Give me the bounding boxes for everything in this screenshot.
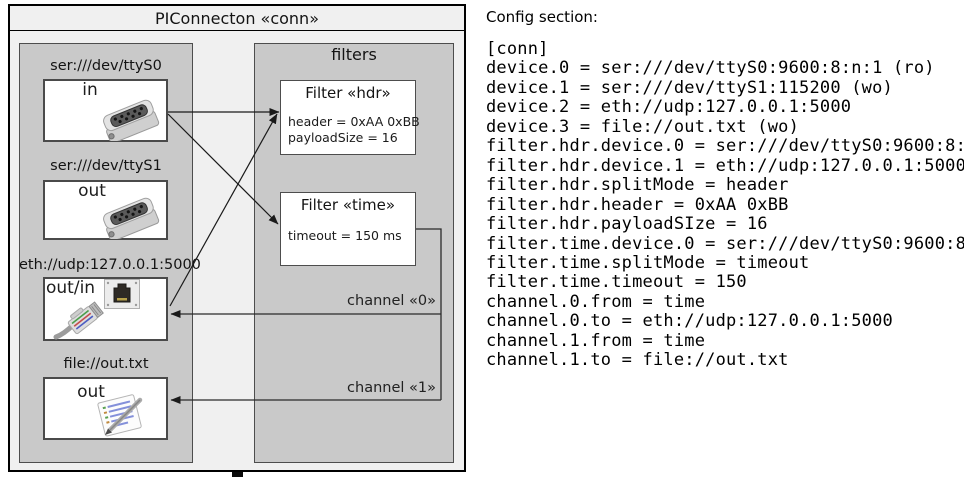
channel-0-label: channel «0» [347, 293, 436, 309]
notepad-icon [97, 394, 143, 437]
device-direction-file: out [77, 382, 105, 402]
serial-connector-icon [103, 99, 160, 141]
channel-1-label: channel «1» [347, 380, 436, 396]
config-text: [conn] device.0 = ser:///dev/ttyS0:9600:… [486, 39, 964, 371]
filter-hdr-box [280, 80, 416, 155]
device-label-eth: eth://udp:127.0.0.1:5000 [19, 257, 201, 273]
device-label-ttys0: ser:///dev/ttyS0 [50, 58, 162, 74]
filter-hdr-title: Filter «hdr» [305, 84, 391, 102]
device-label-ttys1: ser:///dev/ttyS1 [50, 158, 162, 174]
device-direction-eth: out/in [46, 278, 96, 298]
title-separator [10, 30, 464, 31]
diagram-title: PIConnecton «conn» [155, 9, 319, 28]
filter-hdr-prop-header: header = 0xAA 0xBB [288, 114, 420, 129]
filter-hdr-prop-payloadsize: payloadSize = 16 [288, 130, 398, 145]
serial-connector-icon [103, 197, 160, 239]
device-direction-ttys0: in [82, 80, 98, 100]
filter-time-title: Filter «time» [300, 196, 396, 214]
ethernet-plug-icon [53, 301, 104, 340]
filters-panel-title: filters [331, 45, 377, 64]
ethernet-port-icon [104, 279, 140, 309]
device-direction-ttys1: out [78, 181, 106, 201]
filter-time-prop-timeout: timeout = 150 ms [288, 228, 402, 243]
device-label-file: file://out.txt [63, 356, 149, 372]
config-section-heading: Config section: [486, 8, 598, 26]
filter-time-box [280, 192, 416, 266]
bottom-notch-artifact [232, 472, 243, 477]
